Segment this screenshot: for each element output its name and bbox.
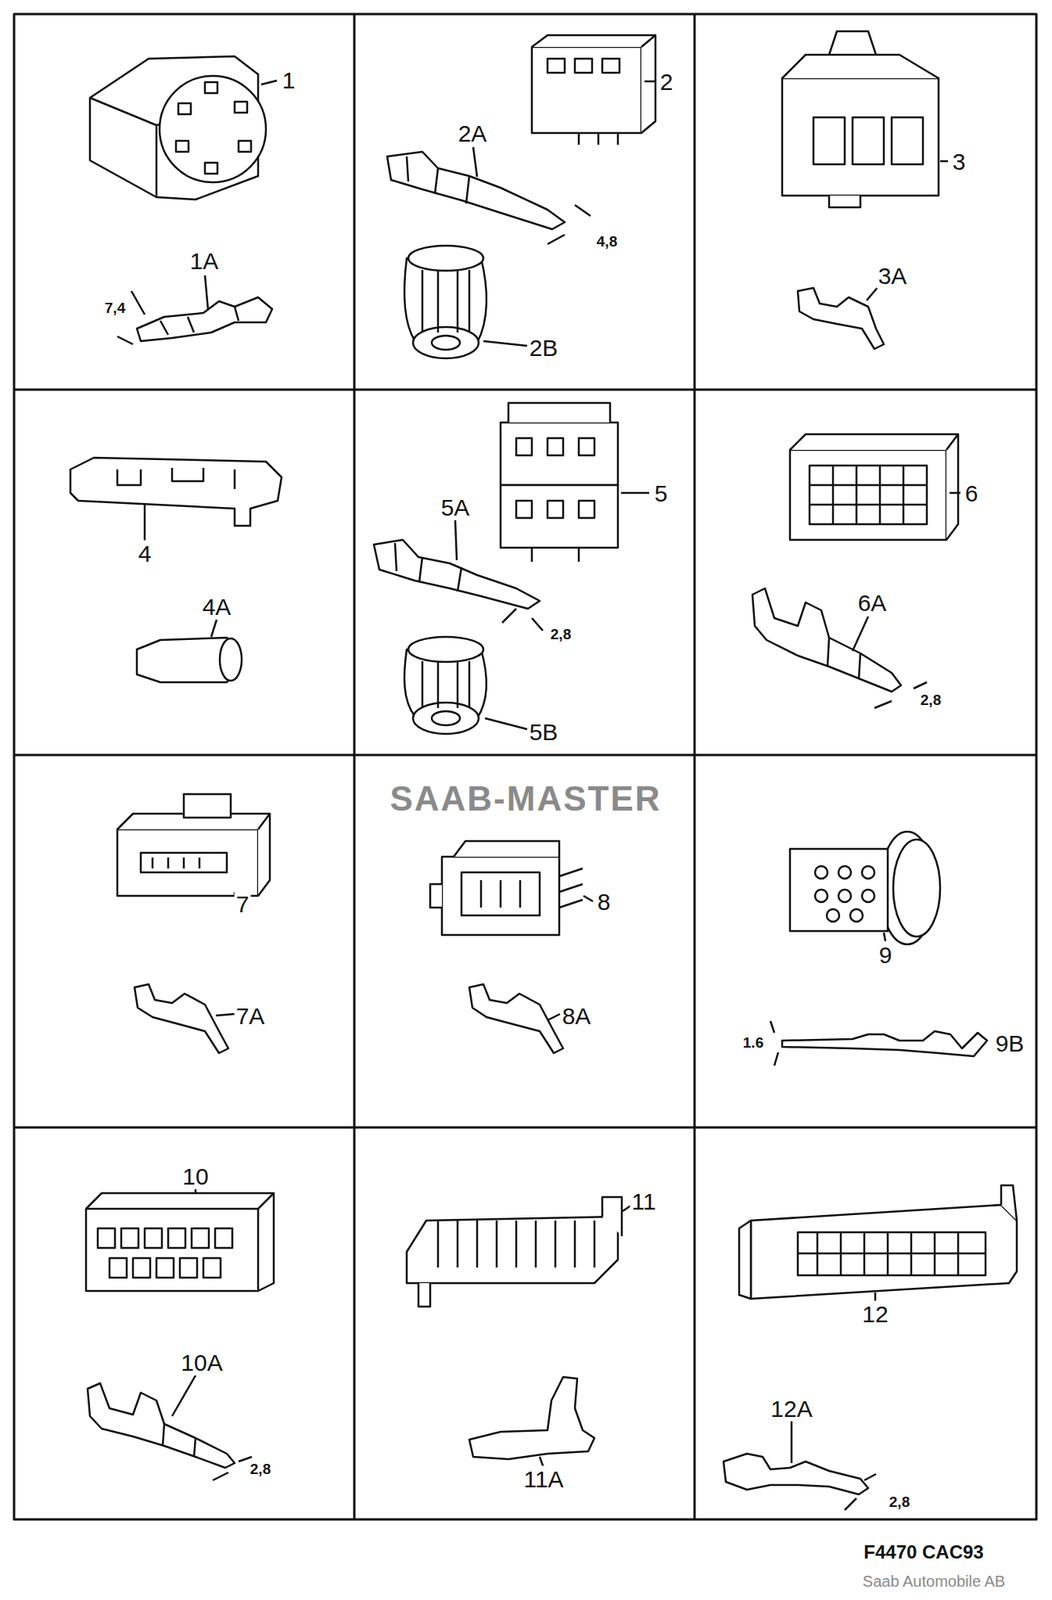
dimension-value: 7,4: [103, 300, 127, 317]
dimension-value: 2,8: [919, 692, 943, 709]
callout-number: 7A: [234, 1002, 267, 1029]
callout-number: 10: [180, 1163, 210, 1189]
callout-number: 3: [951, 148, 968, 175]
callout-number: 9B: [994, 1030, 1027, 1056]
dimension-value: 4,8: [595, 233, 619, 251]
watermark: SAAB-MASTER: [387, 779, 663, 818]
callout-number: 11A: [521, 1465, 565, 1492]
callout-number: 8A: [560, 1002, 593, 1029]
callout-number: 7: [234, 890, 252, 917]
callout-number: 9: [877, 941, 895, 968]
callout-number: 5A: [439, 494, 472, 521]
callout-number: 11: [629, 1188, 658, 1214]
callout-number: 12: [860, 1300, 890, 1327]
callout-number: 5B: [527, 718, 561, 745]
dimension-value: 2,8: [549, 626, 573, 643]
callout-number: 6A: [856, 589, 889, 616]
dimension-value: 1.6: [741, 1034, 765, 1052]
callout-number: 12A: [768, 1395, 814, 1422]
callout-number: 1A: [188, 247, 221, 274]
callout-number: 4A: [201, 593, 234, 620]
dimension-value: 2,8: [887, 1493, 912, 1511]
callout-number: 5: [653, 480, 670, 507]
callout-number: 2B: [527, 334, 561, 361]
callout-number: 8: [596, 888, 613, 915]
callout-number: 2A: [456, 120, 489, 147]
dimension-value: 2,8: [248, 1461, 273, 1478]
callout-number: 10A: [179, 1349, 224, 1376]
callout-number: 3A: [876, 262, 909, 289]
callout-number: 2: [658, 68, 676, 95]
callout-number: 1: [280, 67, 298, 94]
callout-number: 4: [136, 540, 154, 567]
figure-code: F4470 CAC93: [861, 1541, 985, 1562]
callout-number: 6: [963, 480, 981, 507]
copyright-text: Saab Automobile AB: [861, 1572, 1007, 1590]
